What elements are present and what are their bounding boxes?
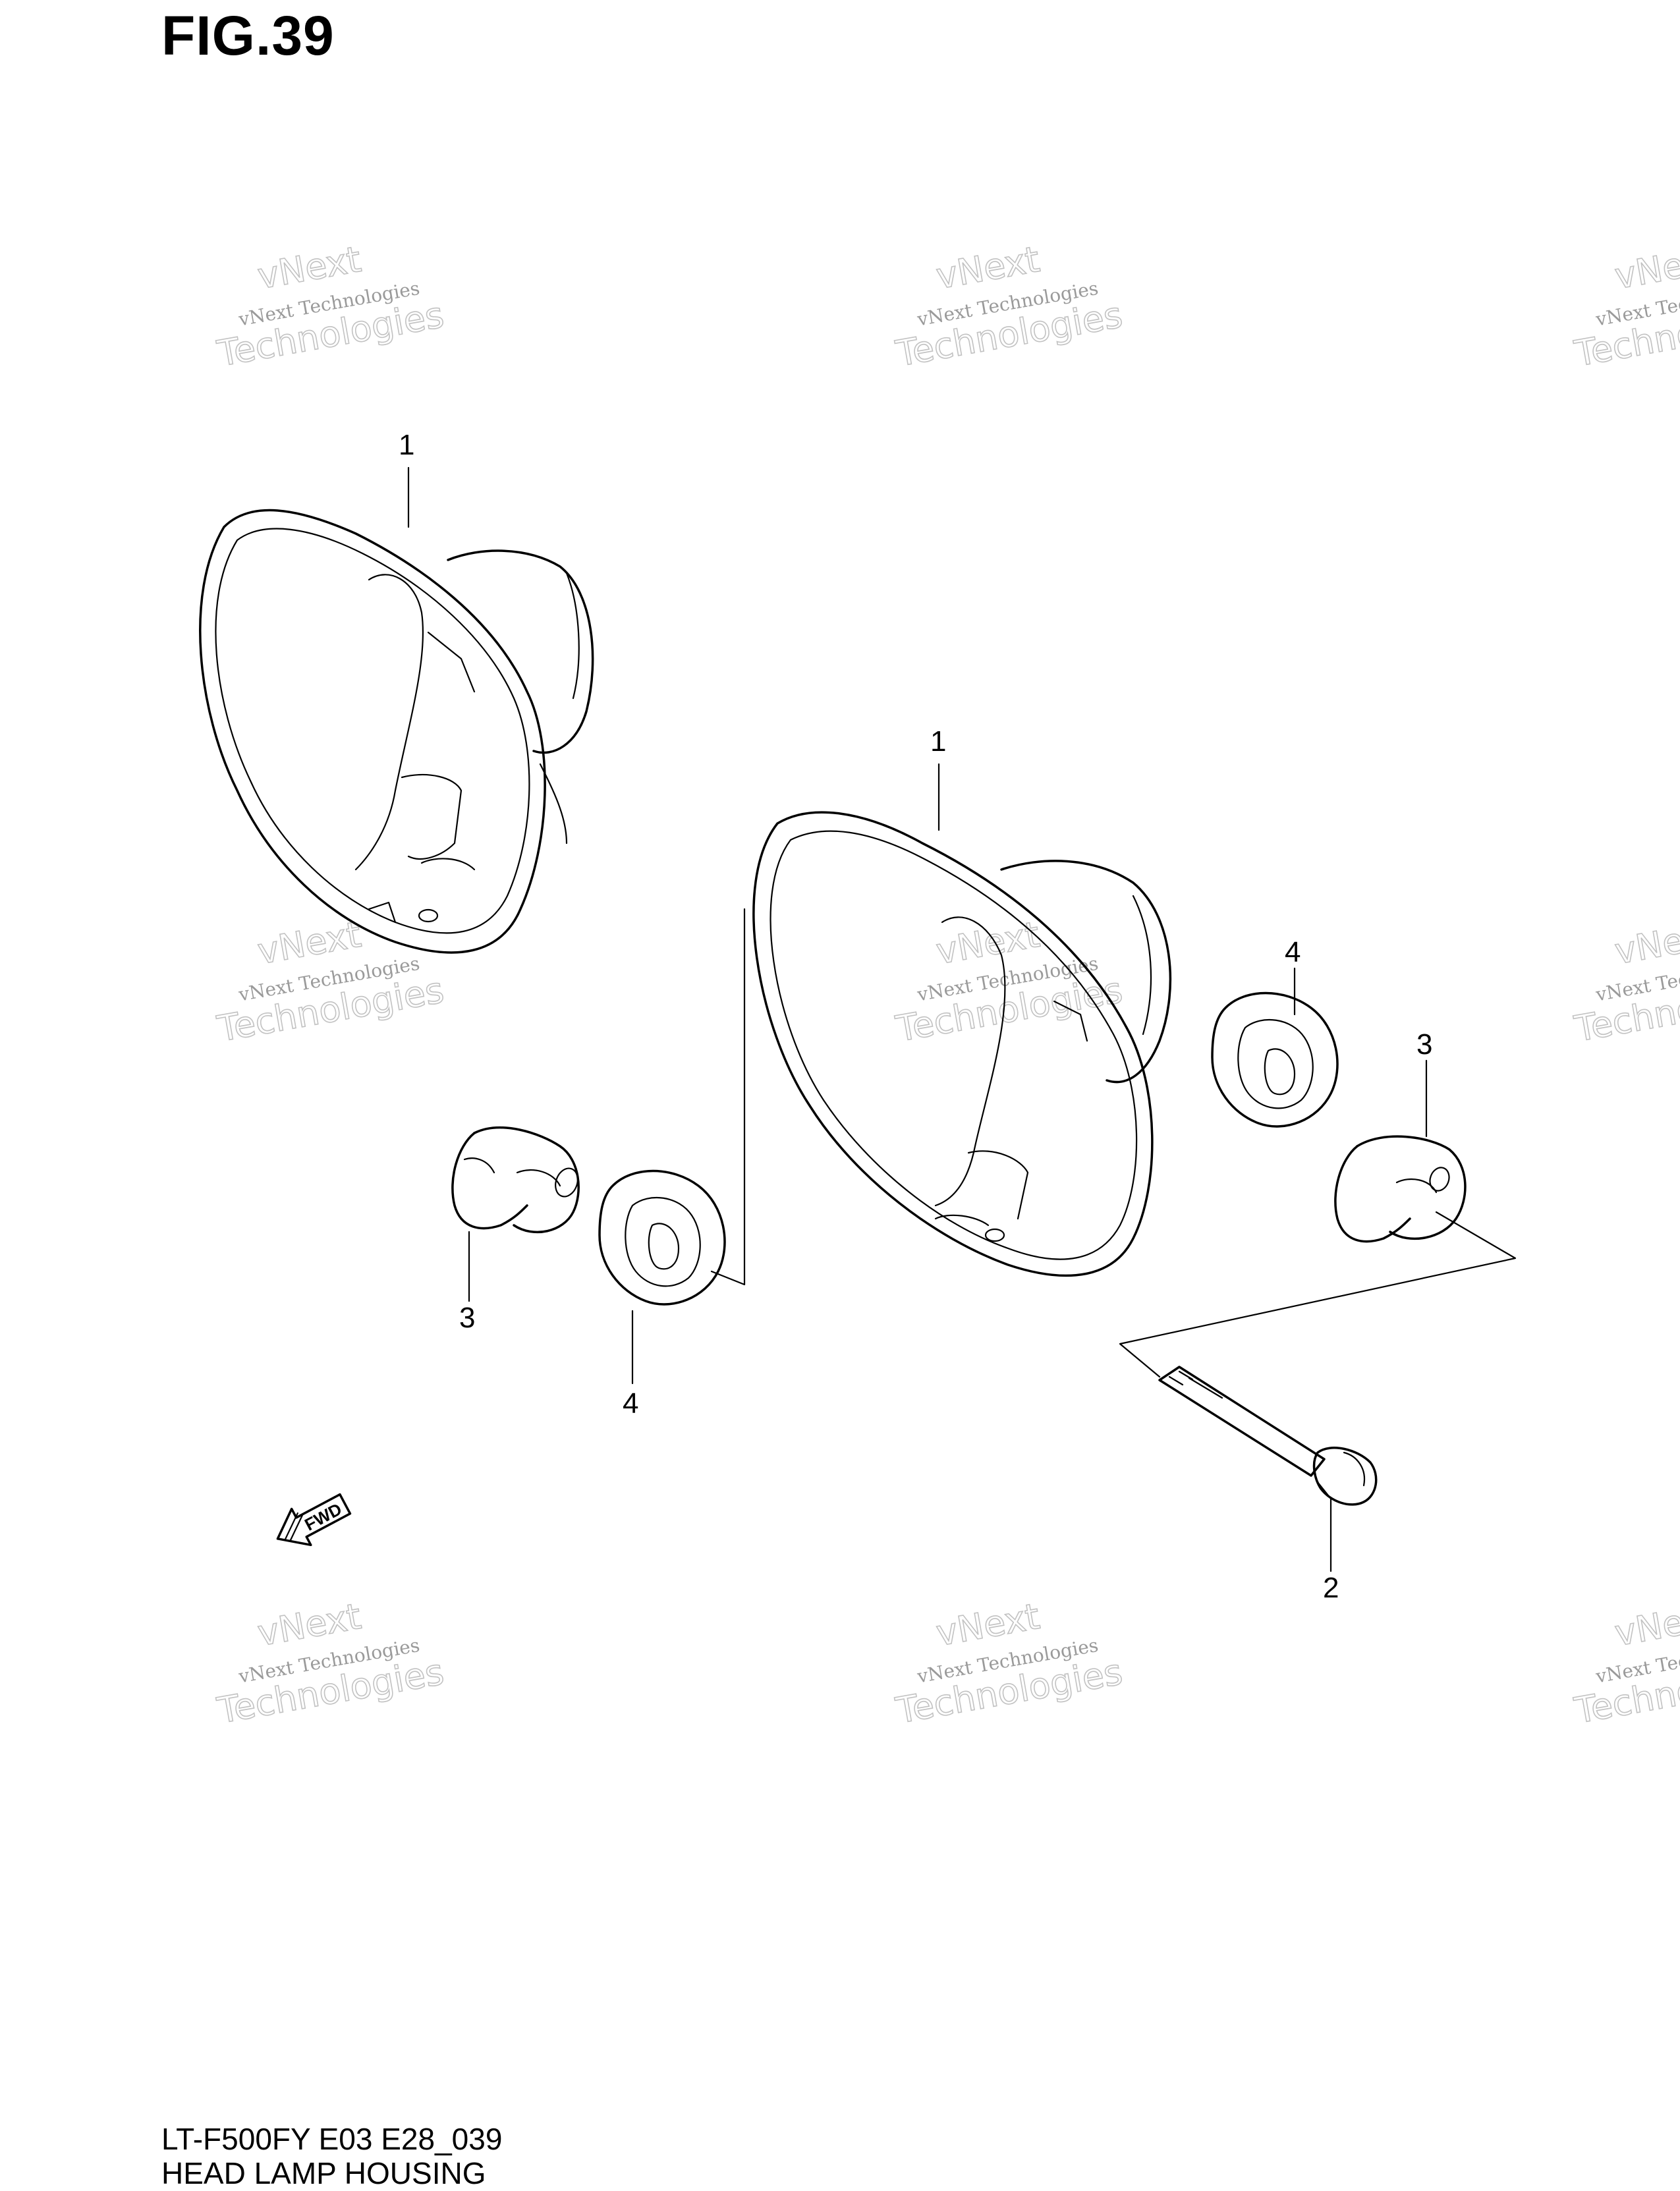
watermark: vNext Technologies vNext Technologies xyxy=(892,913,1126,1051)
grommet-right-4 xyxy=(1211,991,1339,1128)
watermark: vNext Technologies vNext Technologies xyxy=(213,238,447,375)
watermarks: vNext Technologies vNext Technologies vN… xyxy=(213,238,1680,1733)
svg-text:vNext: vNext xyxy=(254,238,364,297)
callout-1-center: 1 xyxy=(930,725,946,758)
watermark: vNext Technologies vNext Technologies xyxy=(1571,238,1680,375)
callout-leaders xyxy=(407,466,1428,1572)
callout-3-left: 3 xyxy=(459,1302,475,1334)
svg-text:vNext: vNext xyxy=(1611,1595,1680,1654)
svg-text:vNext: vNext xyxy=(933,914,1042,972)
section-name: HEAD LAMP HOUSING xyxy=(161,2156,486,2190)
watermark: vNext Technologies vNext Technologies xyxy=(892,238,1126,375)
watermark: vNext Technologies vNext Technologies xyxy=(892,1595,1126,1733)
callout-4-left: 4 xyxy=(623,1387,638,1420)
svg-text:vNext: vNext xyxy=(933,238,1042,297)
callout-1-upper: 1 xyxy=(399,429,414,461)
watermark: vNext Technologies vNext Technologies xyxy=(1571,1595,1680,1733)
headlamp-housing-upper xyxy=(199,509,594,954)
callout-3-right: 3 xyxy=(1416,1028,1432,1061)
callout-4-right: 4 xyxy=(1285,936,1301,968)
figure-title: FIG.39 xyxy=(161,5,335,67)
assembly-guide-lines xyxy=(1119,1211,1517,1378)
bolt-2 xyxy=(1158,1366,1378,1506)
svg-text:vNext: vNext xyxy=(254,914,364,972)
headlamp-housing-center xyxy=(710,811,1172,1286)
svg-text:vNext: vNext xyxy=(1611,238,1680,297)
watermark: vNext Technologies vNext Technologies xyxy=(213,913,447,1051)
svg-text:vNext: vNext xyxy=(254,1595,364,1654)
svg-text:vNext: vNext xyxy=(933,1595,1042,1654)
callout-2: 2 xyxy=(1323,1572,1339,1604)
fwd-arrow-icon: FWD xyxy=(276,1493,352,1547)
model-code: LT-F500FY E03 E28_039 xyxy=(161,2122,503,2156)
grommet-left-3 xyxy=(451,1126,580,1234)
svg-text:vNext: vNext xyxy=(1611,914,1680,972)
watermark: vNext Technologies vNext Technologies xyxy=(1571,913,1680,1051)
callout-labels: 1 1 2 3 3 4 4 xyxy=(399,429,1432,1604)
grommet-left-4 xyxy=(598,1169,726,1306)
grommet-right-3 xyxy=(1334,1135,1467,1243)
watermark: vNext Technologies vNext Technologies xyxy=(213,1595,447,1733)
